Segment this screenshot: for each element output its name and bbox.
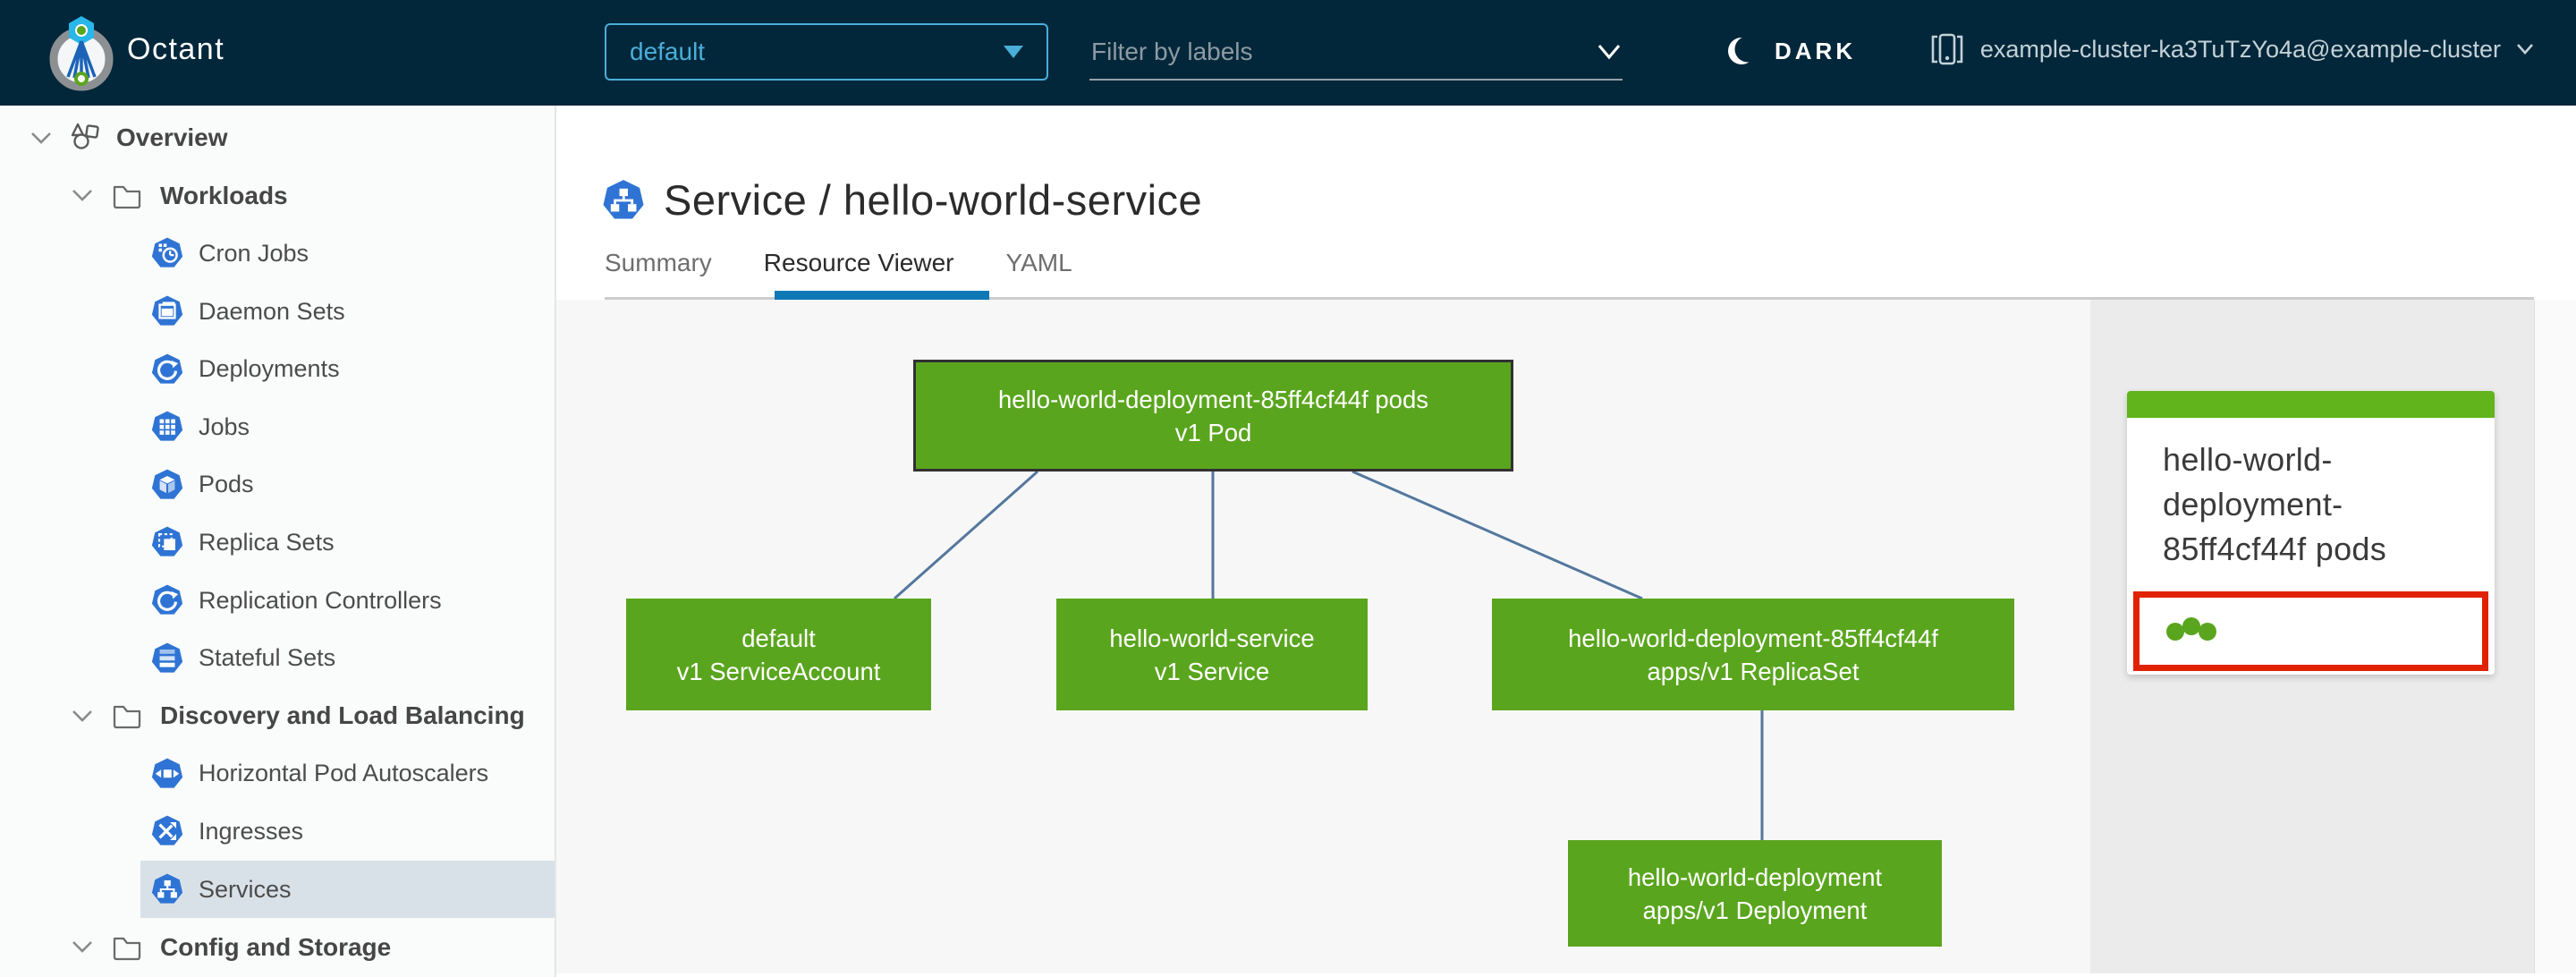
theme-toggle-label: DARK [1775, 37, 1857, 64]
app-header: Octant default DARK example-cluster-ka3T… [0, 0, 2576, 106]
replicationcontroller-icon [150, 583, 184, 617]
sidebar-item-deployments[interactable]: Deployments [0, 340, 555, 398]
active-tab-underline [775, 291, 989, 301]
pod-status-dot [2166, 622, 2184, 641]
octant-logo-icon [49, 16, 114, 91]
cluster-selector[interactable]: example-cluster-ka3TuTzYo4a@example-clus… [1928, 30, 2535, 68]
deployment-icon [150, 353, 184, 387]
page-header: Service / hello-world-service [601, 175, 1202, 225]
pod-status-highlight-box[interactable] [2133, 591, 2488, 671]
graph-node-deployment[interactable]: hello-world-deployment apps/v1 Deploymen… [1568, 840, 1942, 947]
sidebar-nav: Overview Workloads Cron Jobs Daemon Sets [0, 106, 556, 977]
service-icon [603, 179, 644, 219]
tabs-divider [605, 297, 2534, 300]
graph-edges [894, 470, 1764, 840]
sidebar-item-workloads[interactable]: Workloads [0, 167, 555, 225]
graph-node-serviceaccount[interactable]: default v1 ServiceAccount [626, 599, 931, 710]
sidebar-item-stateful-sets[interactable]: Stateful Sets [0, 629, 555, 687]
pod-status-dot [2182, 616, 2200, 635]
panel-scrollbar-track [2534, 300, 2576, 973]
ingress-icon [150, 814, 184, 848]
tab-summary[interactable]: Summary [605, 249, 712, 276]
chevron-down-icon[interactable] [30, 131, 53, 146]
detail-panel: hello-world-deployment-85ff4cf44f pods [2090, 300, 2534, 973]
namespace-value: default [630, 38, 706, 65]
tab-yaml[interactable]: YAML [1005, 249, 1072, 276]
pod-icon [150, 468, 184, 502]
folder-icon [113, 185, 141, 209]
cronjob-icon [150, 236, 184, 270]
graph-node-pod[interactable]: hello-world-deployment-85ff4cf44f pods v… [913, 360, 1513, 472]
sidebar-item-overview[interactable]: Overview [0, 109, 555, 167]
objects-icon [71, 123, 99, 149]
sidebar-item-replica-sets[interactable]: Replica Sets [0, 514, 555, 572]
graph-node-replicaset[interactable]: hello-world-deployment-85ff4cf44f apps/v… [1492, 599, 2014, 710]
card-title: hello-world-deployment-85ff4cf44f pods [2163, 441, 2387, 567]
sidebar-item-replication-controllers[interactable]: Replication Controllers [0, 572, 555, 630]
label-filter-input[interactable] [1089, 37, 1540, 67]
tab-bar: Summary Resource Viewer YAML [605, 249, 1072, 301]
sidebar-item-cron-jobs[interactable]: Cron Jobs [0, 225, 555, 283]
folder-icon [113, 706, 141, 729]
namespace-dropdown[interactable]: default [605, 23, 1048, 81]
graph-node-service[interactable]: hello-world-service v1 Service [1056, 599, 1368, 710]
folder-icon [113, 937, 141, 960]
chevron-down-icon[interactable] [71, 709, 94, 724]
sidebar-item-discovery-and-load-balancing[interactable]: Discovery and Load Balancing [0, 687, 555, 745]
sidebar-item-config-and-storage[interactable]: Config and Storage [0, 918, 555, 976]
tab-resource-viewer[interactable]: Resource Viewer [763, 249, 954, 276]
label-filter [1089, 25, 1623, 81]
replicaset-icon [150, 525, 184, 559]
daemonset-icon [150, 294, 184, 328]
resource-graph-canvas[interactable]: hello-world-deployment-85ff4cf44f pods v… [556, 300, 2090, 973]
chevron-down-icon[interactable] [71, 188, 94, 203]
pod-status-dot [2199, 622, 2216, 641]
moon-icon [1728, 36, 1760, 64]
sidebar-item-services[interactable]: Services [0, 860, 555, 919]
sidebar-item-daemon-sets[interactable]: Daemon Sets [0, 283, 555, 341]
sidebar-item-ingresses[interactable]: Ingresses [0, 803, 555, 861]
chevron-down-icon[interactable] [71, 939, 94, 955]
chevron-down-icon [2517, 44, 2533, 55]
chevron-down-icon[interactable] [1596, 43, 1623, 61]
card-status-bar [2127, 391, 2495, 418]
selected-node-card: hello-world-deployment-85ff4cf44f pods [2127, 391, 2495, 675]
statefulset-icon [150, 641, 184, 675]
sidebar-item-jobs[interactable]: Jobs [0, 398, 555, 456]
sidebar-item-pods[interactable]: Pods [0, 456, 555, 514]
host-icon [1931, 33, 1963, 65]
page-title: Service / hello-world-service [664, 176, 1203, 224]
hpa-icon [150, 757, 184, 791]
app-title: Octant [127, 32, 225, 66]
service-icon [150, 872, 184, 906]
caret-down-icon [1004, 46, 1023, 58]
cluster-label: example-cluster-ka3TuTzYo4a@example-clus… [1979, 35, 2501, 63]
sidebar-item-horizontal-pod-autoscalers[interactable]: Horizontal Pod Autoscalers [0, 745, 555, 803]
theme-toggle-button[interactable]: DARK [1726, 32, 1856, 70]
job-icon [150, 410, 184, 444]
